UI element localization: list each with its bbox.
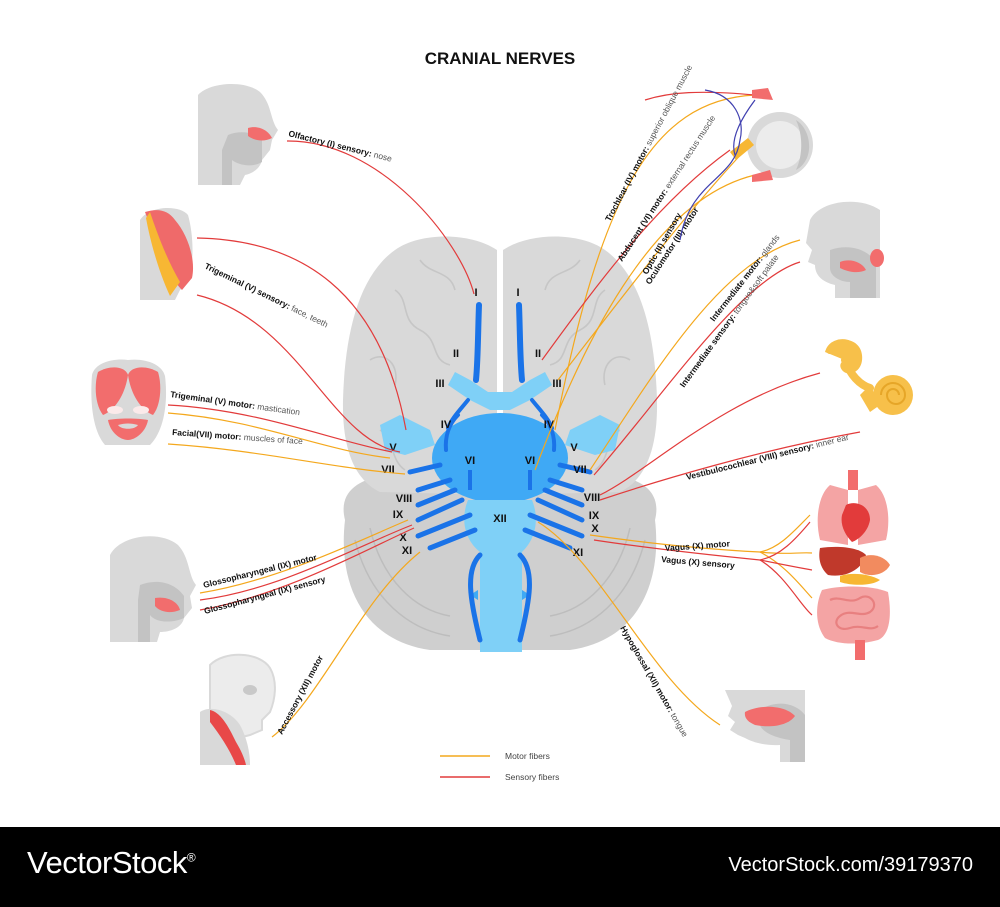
- olfactory-tract-right: [516, 302, 525, 383]
- fiber-optic: [541, 149, 731, 361]
- numeral-vi-right: VI: [525, 455, 535, 467]
- diagram-canvas: CRANIAL NERVES: [91, 49, 913, 782]
- roman-numerals: I I II II III III IV IV V V VI VI VII VI…: [381, 287, 600, 559]
- olfactory-tract-left: [473, 302, 482, 383]
- numeral-vii-right: VII: [573, 464, 586, 476]
- label-intermediate-sensory: Intermediate sensory: tongue&soft palate: [678, 252, 781, 389]
- numeral-ii-left: II: [453, 348, 459, 360]
- fiber-vagus-sensory-c: [759, 559, 813, 616]
- page-title: CRANIAL NERVES: [425, 49, 576, 68]
- vectorstock-logo: VectorStock®: [27, 845, 196, 880]
- stock-id: VectorStock.com/39179370: [728, 854, 973, 876]
- numeral-x-right: X: [591, 523, 599, 535]
- fiber-intermediate-motor: [589, 239, 801, 471]
- fiber-olfactory: [286, 140, 475, 295]
- face-mastication-illustration: [91, 359, 167, 445]
- numeral-ix-right: IX: [589, 510, 600, 522]
- label-facial-motor: Facial(VII) motor: muscles of face: [172, 427, 304, 446]
- label-vagus-motor: Vagus (X) motor: [664, 538, 730, 553]
- fiber-vagus-motor: [589, 514, 811, 553]
- face-trigeminal-illustration: [140, 208, 194, 300]
- fiber-intermediate-sensory: [593, 261, 801, 476]
- fiber-vagus-sensory: [593, 521, 811, 561]
- numeral-ix-left: IX: [393, 509, 404, 521]
- head-tongue-illustration: [725, 690, 805, 762]
- eye-illustration: [679, 88, 813, 241]
- neck-accessory-illustration: [200, 653, 276, 765]
- fiber-trigeminal-sensory-a: [196, 237, 407, 431]
- numeral-ii-right: II: [535, 348, 541, 360]
- numeral-iii-right: III: [552, 378, 561, 390]
- spinal-nerve-stub-right: [522, 590, 530, 600]
- brainstem: [380, 302, 620, 652]
- numeral-iv-right: IV: [544, 419, 555, 431]
- trigeminal-left: [380, 415, 435, 455]
- legend-motor-label: Motor fibers: [505, 751, 550, 761]
- numeral-xi-right: XI: [573, 547, 583, 559]
- fiber-trigeminal-motor: [167, 412, 391, 459]
- fiber-trigeminal-motor-b: [167, 404, 393, 453]
- fiber-accessory: [271, 551, 421, 738]
- fiber-vagus-motor-b: [759, 551, 813, 554]
- fiber-glosso-motor: [199, 519, 409, 594]
- fiber-trochlear-b: [644, 91, 756, 101]
- label-trochlear: Trochlear (IV) motor: superior oblique m…: [603, 63, 694, 223]
- fiber-glosso-sensory: [199, 524, 413, 601]
- numeral-iii-left: III: [435, 378, 444, 390]
- numeral-viii-left: VIII: [396, 493, 413, 505]
- numeral-i-left: I: [474, 287, 477, 299]
- fiber-hypoglossal: [537, 521, 721, 726]
- inner-ear-illustration: [825, 339, 913, 415]
- legend-sensory-label: Sensory fibers: [505, 772, 559, 782]
- label-hypoglossal: Hypoglossal (XII) motor: tongue: [618, 624, 690, 739]
- head-throat-illustration: [110, 536, 196, 642]
- watermark-footer: VectorStock® VectorStock.com/39179370: [0, 827, 1000, 907]
- fiber-vestibulocochlear: [599, 372, 821, 496]
- fiber-trigeminal-sensory-b: [196, 294, 401, 453]
- label-olfactory: Olfactory (I) sensory: nose: [288, 128, 394, 163]
- numeral-xi-left: XI: [402, 545, 412, 557]
- optic-chiasm: [448, 372, 552, 410]
- pons: [432, 413, 568, 503]
- fiber-oculomotor: [557, 149, 746, 381]
- head-glands-illustration: [806, 201, 884, 298]
- numeral-v-left: V: [389, 442, 397, 454]
- fiber-glosso-sensory-b: [199, 527, 415, 611]
- fiber-vagus-motor-c: [759, 551, 813, 599]
- head-nose-illustration: [198, 84, 278, 185]
- numeral-viii-right: VIII: [584, 492, 601, 504]
- fiber-vagus-sensory-b: [759, 559, 813, 571]
- label-vestibulocochlear: Vestibulocochlear (VIII) sensory: inner …: [685, 432, 850, 482]
- organs-illustration: [817, 470, 890, 660]
- medulla: [464, 500, 536, 652]
- legend: Motor fibers Sensory fibers: [440, 751, 559, 782]
- numeral-x-left: X: [399, 532, 407, 544]
- fiber-lines: [167, 91, 861, 738]
- numeral-vi-left: VI: [465, 455, 475, 467]
- label-trigeminal-sensory: Trigeminal (V) sensory: face, teeth: [203, 261, 330, 330]
- numeral-xii: XII: [493, 513, 506, 525]
- fiber-vestibulocochlear-b: [599, 431, 861, 501]
- fiber-facial-motor: [167, 443, 406, 475]
- fiber-trochlear: [554, 94, 756, 431]
- numeral-v-right: V: [570, 442, 578, 454]
- numeral-vii-left: VII: [381, 464, 394, 476]
- fiber-abducent: [534, 174, 756, 471]
- numeral-i-right: I: [516, 287, 519, 299]
- numeral-iv-left: IV: [441, 419, 452, 431]
- spinal-nerve-stub-left: [470, 590, 478, 600]
- label-accessory: Accessory (XII) motor: [275, 653, 325, 736]
